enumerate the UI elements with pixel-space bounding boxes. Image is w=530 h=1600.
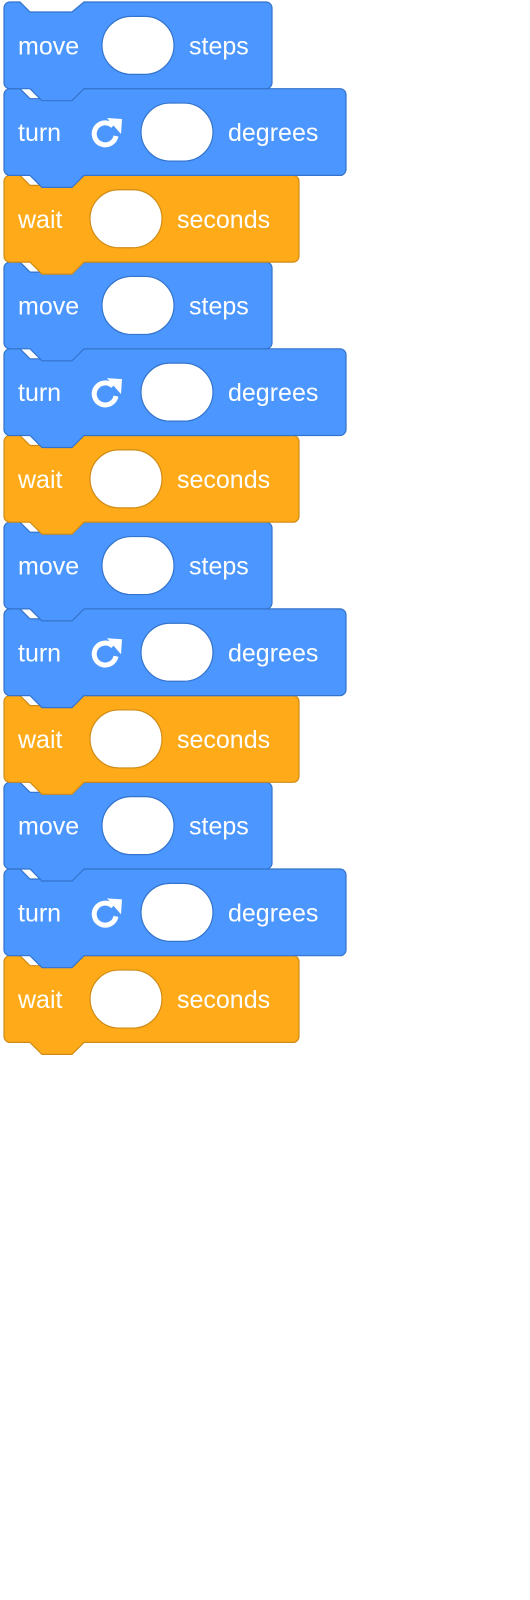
- number-input[interactable]: [101, 796, 175, 856]
- control-wait-block[interactable]: wait seconds: [3, 955, 300, 1055]
- block-label-wait: wait: [17, 206, 63, 234]
- motion-turnright-block[interactable]: turn degrees: [3, 608, 347, 709]
- block-label-degrees: degrees: [228, 379, 318, 407]
- number-input[interactable]: [101, 275, 175, 336]
- rotate-right-icon: [91, 378, 122, 408]
- block-label-seconds: seconds: [177, 466, 270, 494]
- block-label-move: move: [18, 813, 79, 841]
- rotate-right-icon: [91, 118, 122, 148]
- control-wait-block[interactable]: wait seconds: [3, 434, 300, 535]
- number-input[interactable]: [89, 449, 163, 509]
- block-label-wait: wait: [17, 466, 63, 494]
- block-label-wait: wait: [17, 726, 63, 754]
- block-label-seconds: seconds: [177, 206, 270, 234]
- rotate-right-icon: [91, 898, 122, 928]
- block-label-seconds: seconds: [177, 726, 270, 754]
- block-label-degrees: degrees: [228, 639, 318, 667]
- control-wait-block[interactable]: wait seconds: [3, 695, 300, 795]
- block-label-degrees: degrees: [228, 119, 318, 147]
- number-input[interactable]: [89, 189, 163, 249]
- block-label-turn: turn: [18, 639, 61, 667]
- number-input[interactable]: [140, 882, 214, 942]
- number-input[interactable]: [140, 362, 214, 422]
- block-label-turn: turn: [18, 119, 61, 147]
- motion-turnright-block[interactable]: turn degrees: [3, 88, 347, 188]
- block-label-steps: steps: [189, 553, 249, 581]
- number-input[interactable]: [101, 535, 175, 596]
- block-label-turn: turn: [18, 899, 61, 927]
- block-label-seconds: seconds: [177, 986, 270, 1014]
- motion-turnright-block[interactable]: turn degrees: [3, 868, 347, 969]
- block-label-steps: steps: [189, 292, 249, 320]
- block-label-turn: turn: [18, 379, 61, 407]
- block-label-degrees: degrees: [228, 899, 318, 927]
- rotate-right-icon: [91, 638, 122, 668]
- number-input[interactable]: [89, 969, 163, 1029]
- block-label-move: move: [18, 32, 79, 60]
- number-input[interactable]: [101, 15, 175, 75]
- motion-movesteps-block[interactable]: move steps: [3, 1, 273, 102]
- motion-turnright-block[interactable]: turn degrees: [3, 348, 347, 449]
- motion-movesteps-block[interactable]: move steps: [3, 261, 273, 362]
- block-label-wait: wait: [17, 986, 63, 1014]
- block-label-move: move: [18, 553, 79, 581]
- number-input[interactable]: [89, 709, 163, 769]
- control-wait-block[interactable]: wait seconds: [3, 174, 300, 275]
- block-label-steps: steps: [189, 32, 249, 60]
- number-input[interactable]: [140, 622, 214, 682]
- number-input[interactable]: [140, 102, 214, 162]
- motion-movesteps-block[interactable]: move steps: [3, 781, 273, 882]
- block-label-move: move: [18, 292, 79, 320]
- motion-movesteps-block[interactable]: move steps: [3, 521, 273, 622]
- block-label-steps: steps: [189, 813, 249, 841]
